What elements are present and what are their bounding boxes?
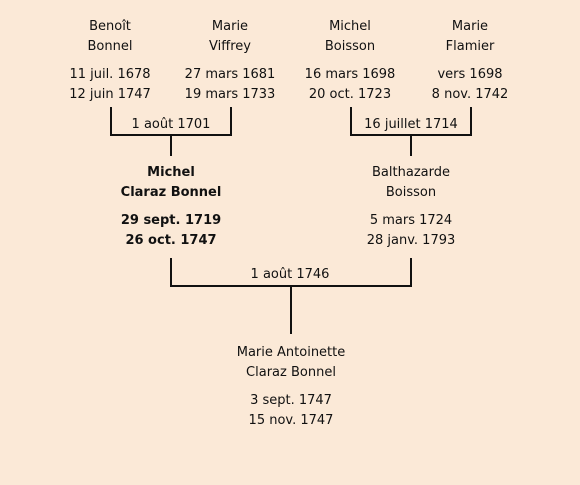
birth-date: 29 sept. 1719 — [120, 213, 222, 228]
person-first-name: Michel — [329, 19, 371, 34]
person-last-name: Claraz Bonnel — [246, 365, 336, 380]
marriage-date: 1 août 1746 — [250, 267, 330, 282]
person-last-name: Boisson — [324, 39, 376, 54]
connector-line — [110, 107, 112, 136]
person-michel-boisson: Michel Boisson 16 mars 1698 20 oct. 1723 — [275, 17, 425, 105]
person-last-name: Boisson — [385, 185, 437, 200]
person-last-name: Bonnel — [87, 39, 133, 54]
person-marie-viffrey: Marie Viffrey 27 mars 1681 19 mars 1733 — [155, 17, 305, 105]
birth-date: 16 mars 1698 — [304, 67, 396, 82]
birth-date: 27 mars 1681 — [184, 67, 276, 82]
person-marie-flamier: Marie Flamier vers 1698 8 nov. 1742 — [395, 17, 545, 105]
connector-line — [290, 286, 292, 334]
marriage-date: 16 juillet 1714 — [364, 117, 458, 132]
death-date: 15 nov. 1747 — [248, 413, 334, 428]
person-balthazarde-boisson: Balthazarde Boisson 5 mars 1724 28 janv.… — [336, 163, 486, 251]
person-first-name: Michel — [147, 165, 195, 180]
person-last-name: Flamier — [445, 39, 495, 54]
person-last-name: Viffrey — [209, 39, 251, 54]
person-first-name: Marie — [451, 19, 489, 34]
birth-date: 11 juil. 1678 — [69, 67, 151, 82]
person-first-name: Balthazarde — [372, 165, 450, 180]
person-michel-claraz-bonnel: Michel Claraz Bonnel 29 sept. 1719 26 oc… — [96, 163, 246, 251]
death-date: 8 nov. 1742 — [431, 87, 509, 102]
connector-line — [410, 258, 412, 287]
person-marie-antoinette-claraz-bonnel: Marie Antoinette Claraz Bonnel 3 sept. 1… — [206, 343, 376, 431]
person-first-name: Marie — [211, 19, 249, 34]
connector-line — [410, 135, 412, 156]
connector-line — [170, 258, 172, 287]
birth-date: vers 1698 — [437, 67, 503, 82]
person-benoit-bonnel: Benoît Bonnel 11 juil. 1678 12 juin 1747 — [35, 17, 185, 105]
birth-date: 3 sept. 1747 — [250, 393, 332, 408]
death-date: 12 juin 1747 — [69, 87, 151, 102]
person-first-name: Marie Antoinette — [236, 345, 346, 360]
connector-line — [230, 107, 232, 136]
person-first-name: Benoît — [89, 19, 131, 34]
death-date: 20 oct. 1723 — [308, 87, 392, 102]
connector-line — [170, 135, 172, 156]
connector-line — [350, 107, 352, 136]
person-last-name: Claraz Bonnel — [120, 185, 222, 200]
death-date: 26 oct. 1747 — [125, 233, 217, 248]
connector-line — [470, 107, 472, 136]
marriage-date: 1 août 1701 — [131, 117, 211, 132]
death-date: 28 janv. 1793 — [366, 233, 456, 248]
birth-date: 5 mars 1724 — [369, 213, 453, 228]
death-date: 19 mars 1733 — [184, 87, 276, 102]
